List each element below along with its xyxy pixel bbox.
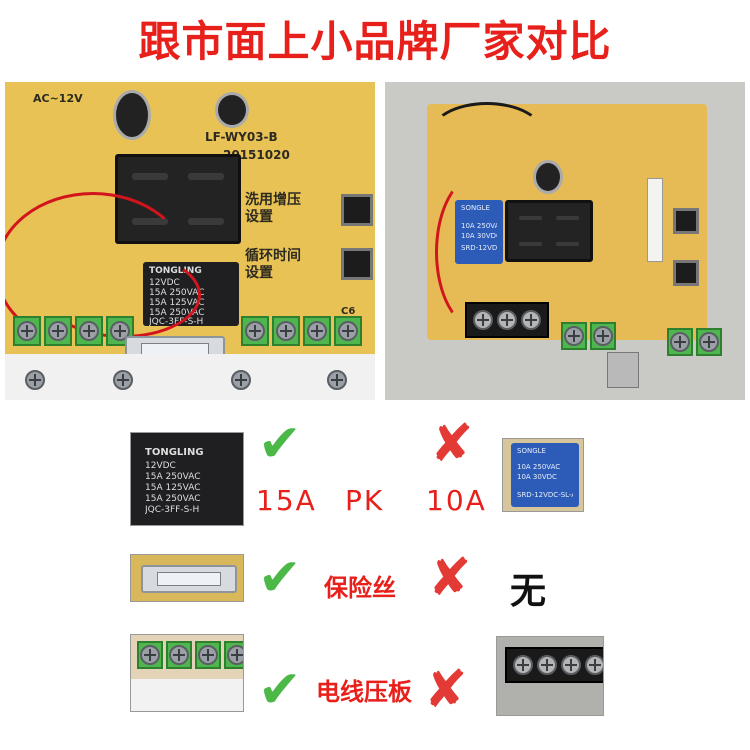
screw-icon (473, 310, 493, 330)
own-relay-rating: 15A (256, 484, 317, 517)
capacitor (113, 90, 151, 140)
screw-icon (593, 326, 613, 346)
wire-clamp-plate (5, 354, 375, 400)
capacitor-small (215, 92, 249, 128)
boost-setting-button (341, 194, 373, 226)
relay-spec: 12VDC (145, 461, 176, 471)
fuse-closeup (141, 565, 237, 593)
cycle-time-button (341, 248, 373, 280)
competitor-relay-rating: 10A (426, 484, 487, 517)
cross-icon: ✘ (430, 414, 474, 474)
screw-icon (307, 321, 327, 341)
checkmark-icon: ✔ (258, 660, 302, 720)
thumb-black-terminal (496, 636, 604, 716)
checkmark-icon: ✔ (258, 548, 302, 608)
screw-icon (79, 321, 99, 341)
relay-15a-closeup: TONGLING 12VDC 15A 250VAC 15A 125VAC 15A… (139, 441, 235, 517)
screw-icon (198, 645, 218, 665)
relay-spec: 10A 30VDC (517, 473, 557, 481)
fuse-label: 保险丝 (324, 574, 396, 602)
screw-icon (561, 655, 581, 675)
model-label: LF-WY03-B (205, 130, 278, 144)
red-wire (5, 192, 191, 348)
wire-clamp-plate (131, 679, 243, 711)
black-terminal-strip (465, 302, 549, 338)
checkmark-icon: ✔ (258, 414, 302, 474)
thumb-fuse (130, 554, 244, 602)
relay-spec: 15A 125VAC (145, 483, 201, 493)
capacitor (533, 160, 563, 194)
screw-icon (245, 321, 265, 341)
green-terminal-block (667, 328, 722, 356)
screw-icon (497, 310, 517, 330)
screw-icon (327, 370, 347, 390)
screw-icon (17, 321, 37, 341)
screw-icon (113, 370, 133, 390)
relay-spec: 15A 250VAC (145, 494, 201, 504)
relay-spec: 10A 250VAC (517, 463, 561, 471)
competitor-board-photo: SONGLE 10A 250VAC 10A 30VDC SRD-12VDC-SL… (385, 82, 745, 400)
screw-icon (564, 326, 584, 346)
screw-icon (140, 645, 160, 665)
regulator (607, 352, 639, 388)
relay-spec: JQC-3FF-S-H (145, 505, 200, 515)
thumb-wire-clamp (130, 634, 244, 712)
digit (553, 211, 582, 251)
thumb-relay-10a: SONGLE 10A 250VAC 10A 30VDC SRD-12VDC-SL… (502, 438, 584, 512)
black-wire (429, 102, 545, 168)
wire-clamp-label: 电线压板 (316, 678, 412, 706)
voltage-label: AC~12V (33, 92, 83, 105)
screw-icon (25, 370, 45, 390)
screw-icon (48, 321, 68, 341)
cross-icon: ✘ (428, 548, 472, 608)
screw-icon (276, 321, 296, 341)
screw-icon (513, 655, 533, 675)
left-terminal-block (13, 316, 134, 346)
right-terminal-block (241, 316, 362, 346)
screw-icon (338, 321, 358, 341)
digit (516, 211, 545, 251)
red-wire (435, 174, 521, 330)
c6-label: C6 (341, 306, 356, 317)
screw-icon (670, 332, 690, 352)
relay-10a-closeup: SONGLE 10A 250VAC 10A 30VDC SRD-12VDC-SL… (511, 443, 579, 507)
screw-icon (521, 310, 541, 330)
cycle-time-label: 循环时间 设置 (245, 248, 301, 281)
screw-icon (699, 332, 719, 352)
screw-icon (227, 645, 243, 665)
screw-icon (585, 655, 603, 675)
black-terminal-closeup (505, 647, 603, 683)
no-fuse-label: 无 (510, 571, 547, 612)
green-terminal-closeup (137, 641, 243, 669)
green-terminal-block (561, 322, 616, 350)
own-product-board-photo: AC~12V LF-WY03-B 20151020 洗用增压 设置 循环时间 设… (5, 82, 375, 400)
relay-spec: SRD-12VDC-SL-A (517, 491, 573, 499)
digit (182, 165, 230, 233)
thumb-relay-15a: TONGLING 12VDC 15A 250VAC 15A 125VAC 15A… (130, 432, 244, 526)
button (673, 208, 699, 234)
relay-brand: SONGLE (517, 447, 546, 455)
label-sticker (647, 178, 663, 262)
relay-spec: 15A 250VAC (145, 472, 201, 482)
button (673, 260, 699, 286)
screw-icon (231, 370, 251, 390)
page-title: 跟市面上小品牌厂家对比 (138, 17, 612, 66)
screw-icon (169, 645, 189, 665)
screw-icon (537, 655, 557, 675)
boost-setting-label: 洗用增压 设置 (245, 192, 301, 225)
pk-label: PK (345, 484, 385, 517)
relay-brand: TONGLING (145, 447, 204, 458)
cross-icon: ✘ (424, 660, 468, 720)
